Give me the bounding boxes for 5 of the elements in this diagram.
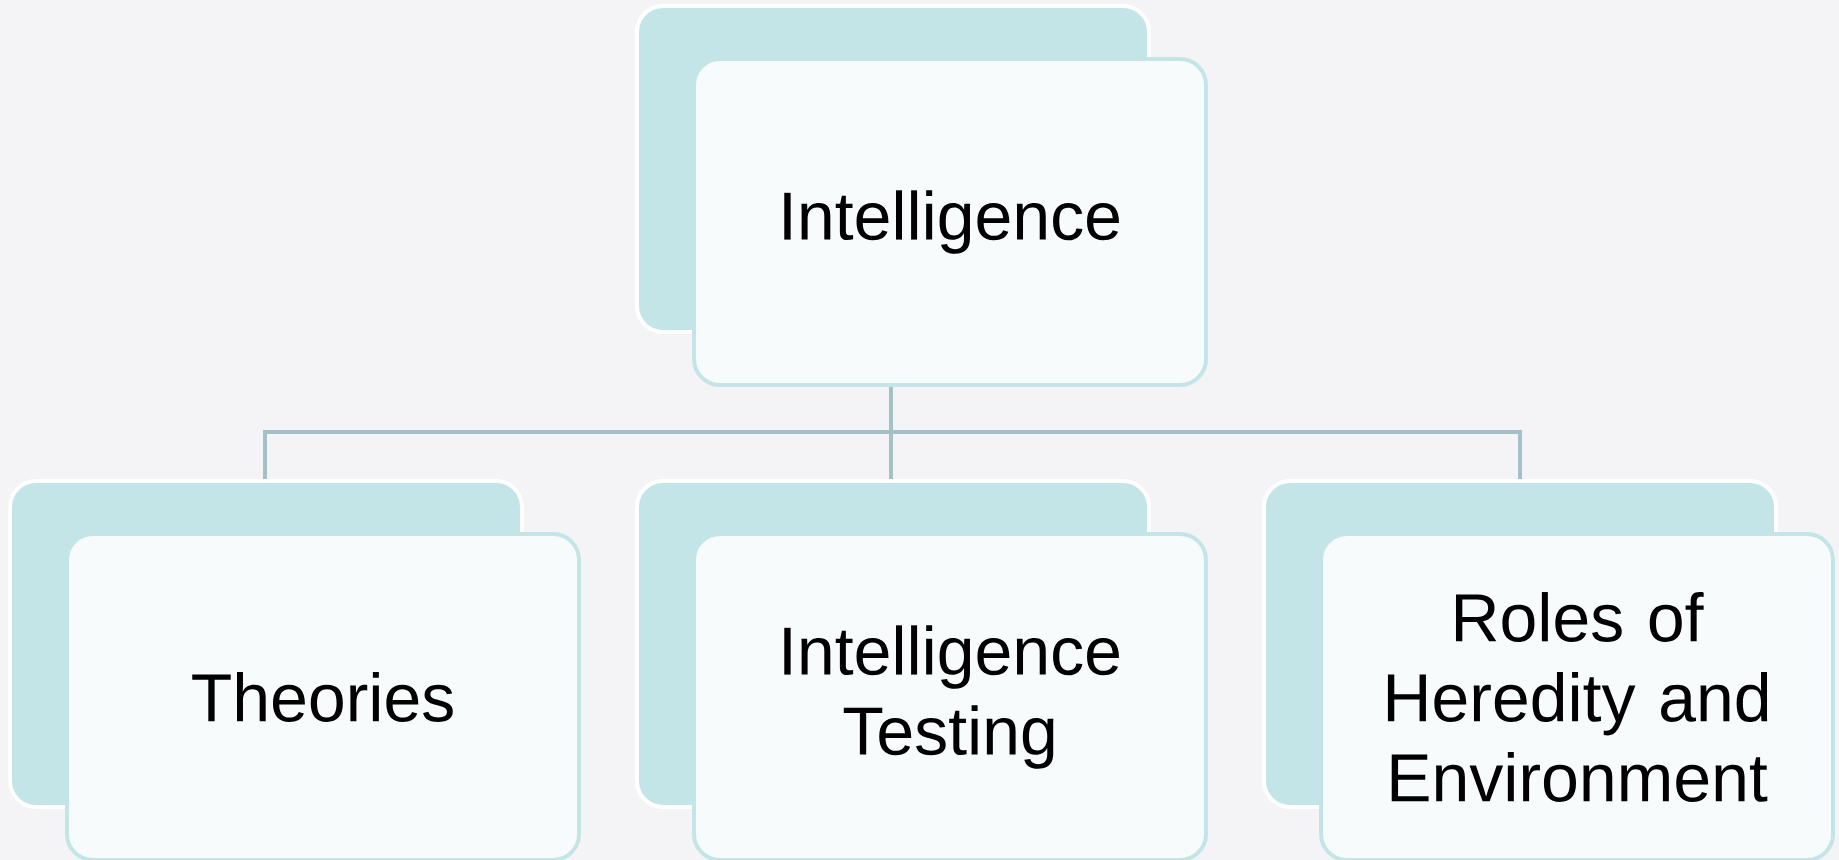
- stacked-box: Intelligence Testing: [635, 479, 1208, 860]
- stacked-box: Theories: [8, 479, 581, 860]
- stacked-box: Intelligence: [635, 4, 1208, 387]
- stacked-box: Roles of Heredity and Environment: [1262, 479, 1835, 860]
- connector: [889, 387, 1522, 479]
